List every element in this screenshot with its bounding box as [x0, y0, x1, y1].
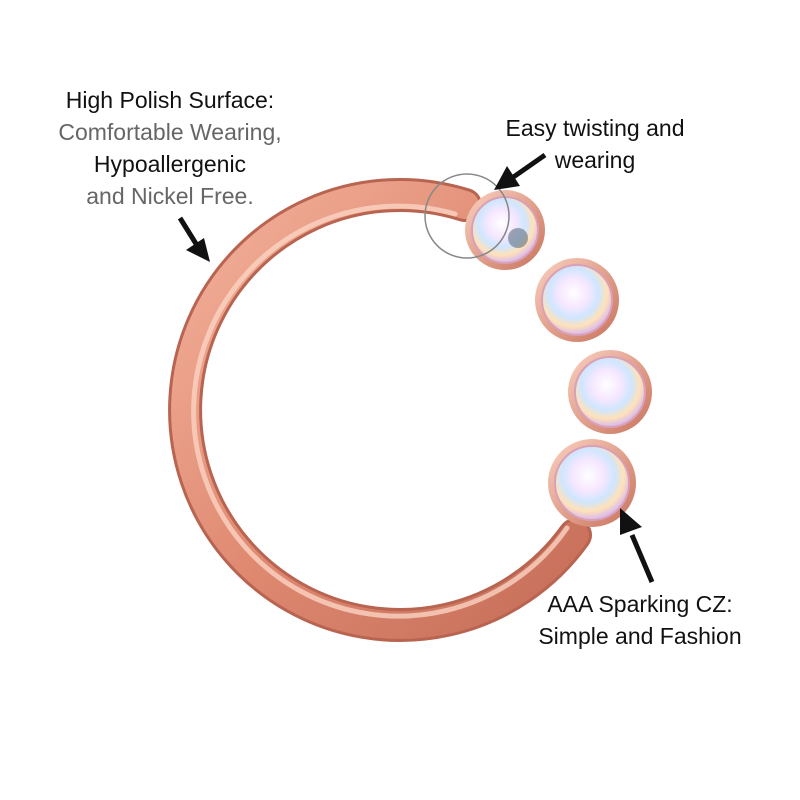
cz-annotation: AAA Sparking CZ: Simple and Fashion [520, 588, 760, 652]
crystal-stone [568, 350, 652, 434]
cz-line2: Simple and Fashion [538, 623, 742, 649]
ring-band [168, 178, 592, 642]
arrow-twist-icon [494, 152, 547, 190]
arrow-polish-icon [177, 216, 210, 262]
crystal-stone [535, 258, 619, 342]
crystal-stone [548, 439, 636, 527]
crystal-stone [465, 190, 545, 270]
twist-line2: wearing [554, 147, 636, 173]
twist-line1: Easy twisting and [505, 115, 685, 141]
polish-annotation: High Polish Surface: Comfortable Wearing… [20, 84, 320, 212]
opening-highlight-circle [424, 173, 510, 259]
twist-annotation: Easy twisting and wearing [470, 112, 720, 176]
polish-line1: Comfortable Wearing, [58, 119, 282, 145]
arrow-cz-icon [620, 508, 655, 583]
polish-line2: Hypoallergenic [93, 151, 247, 177]
polish-line3: and Nickel Free. [86, 183, 254, 209]
cz-line1: AAA Sparking CZ: [547, 591, 733, 617]
crystal-stones [465, 190, 652, 527]
polish-title: High Polish Surface: [65, 87, 275, 113]
